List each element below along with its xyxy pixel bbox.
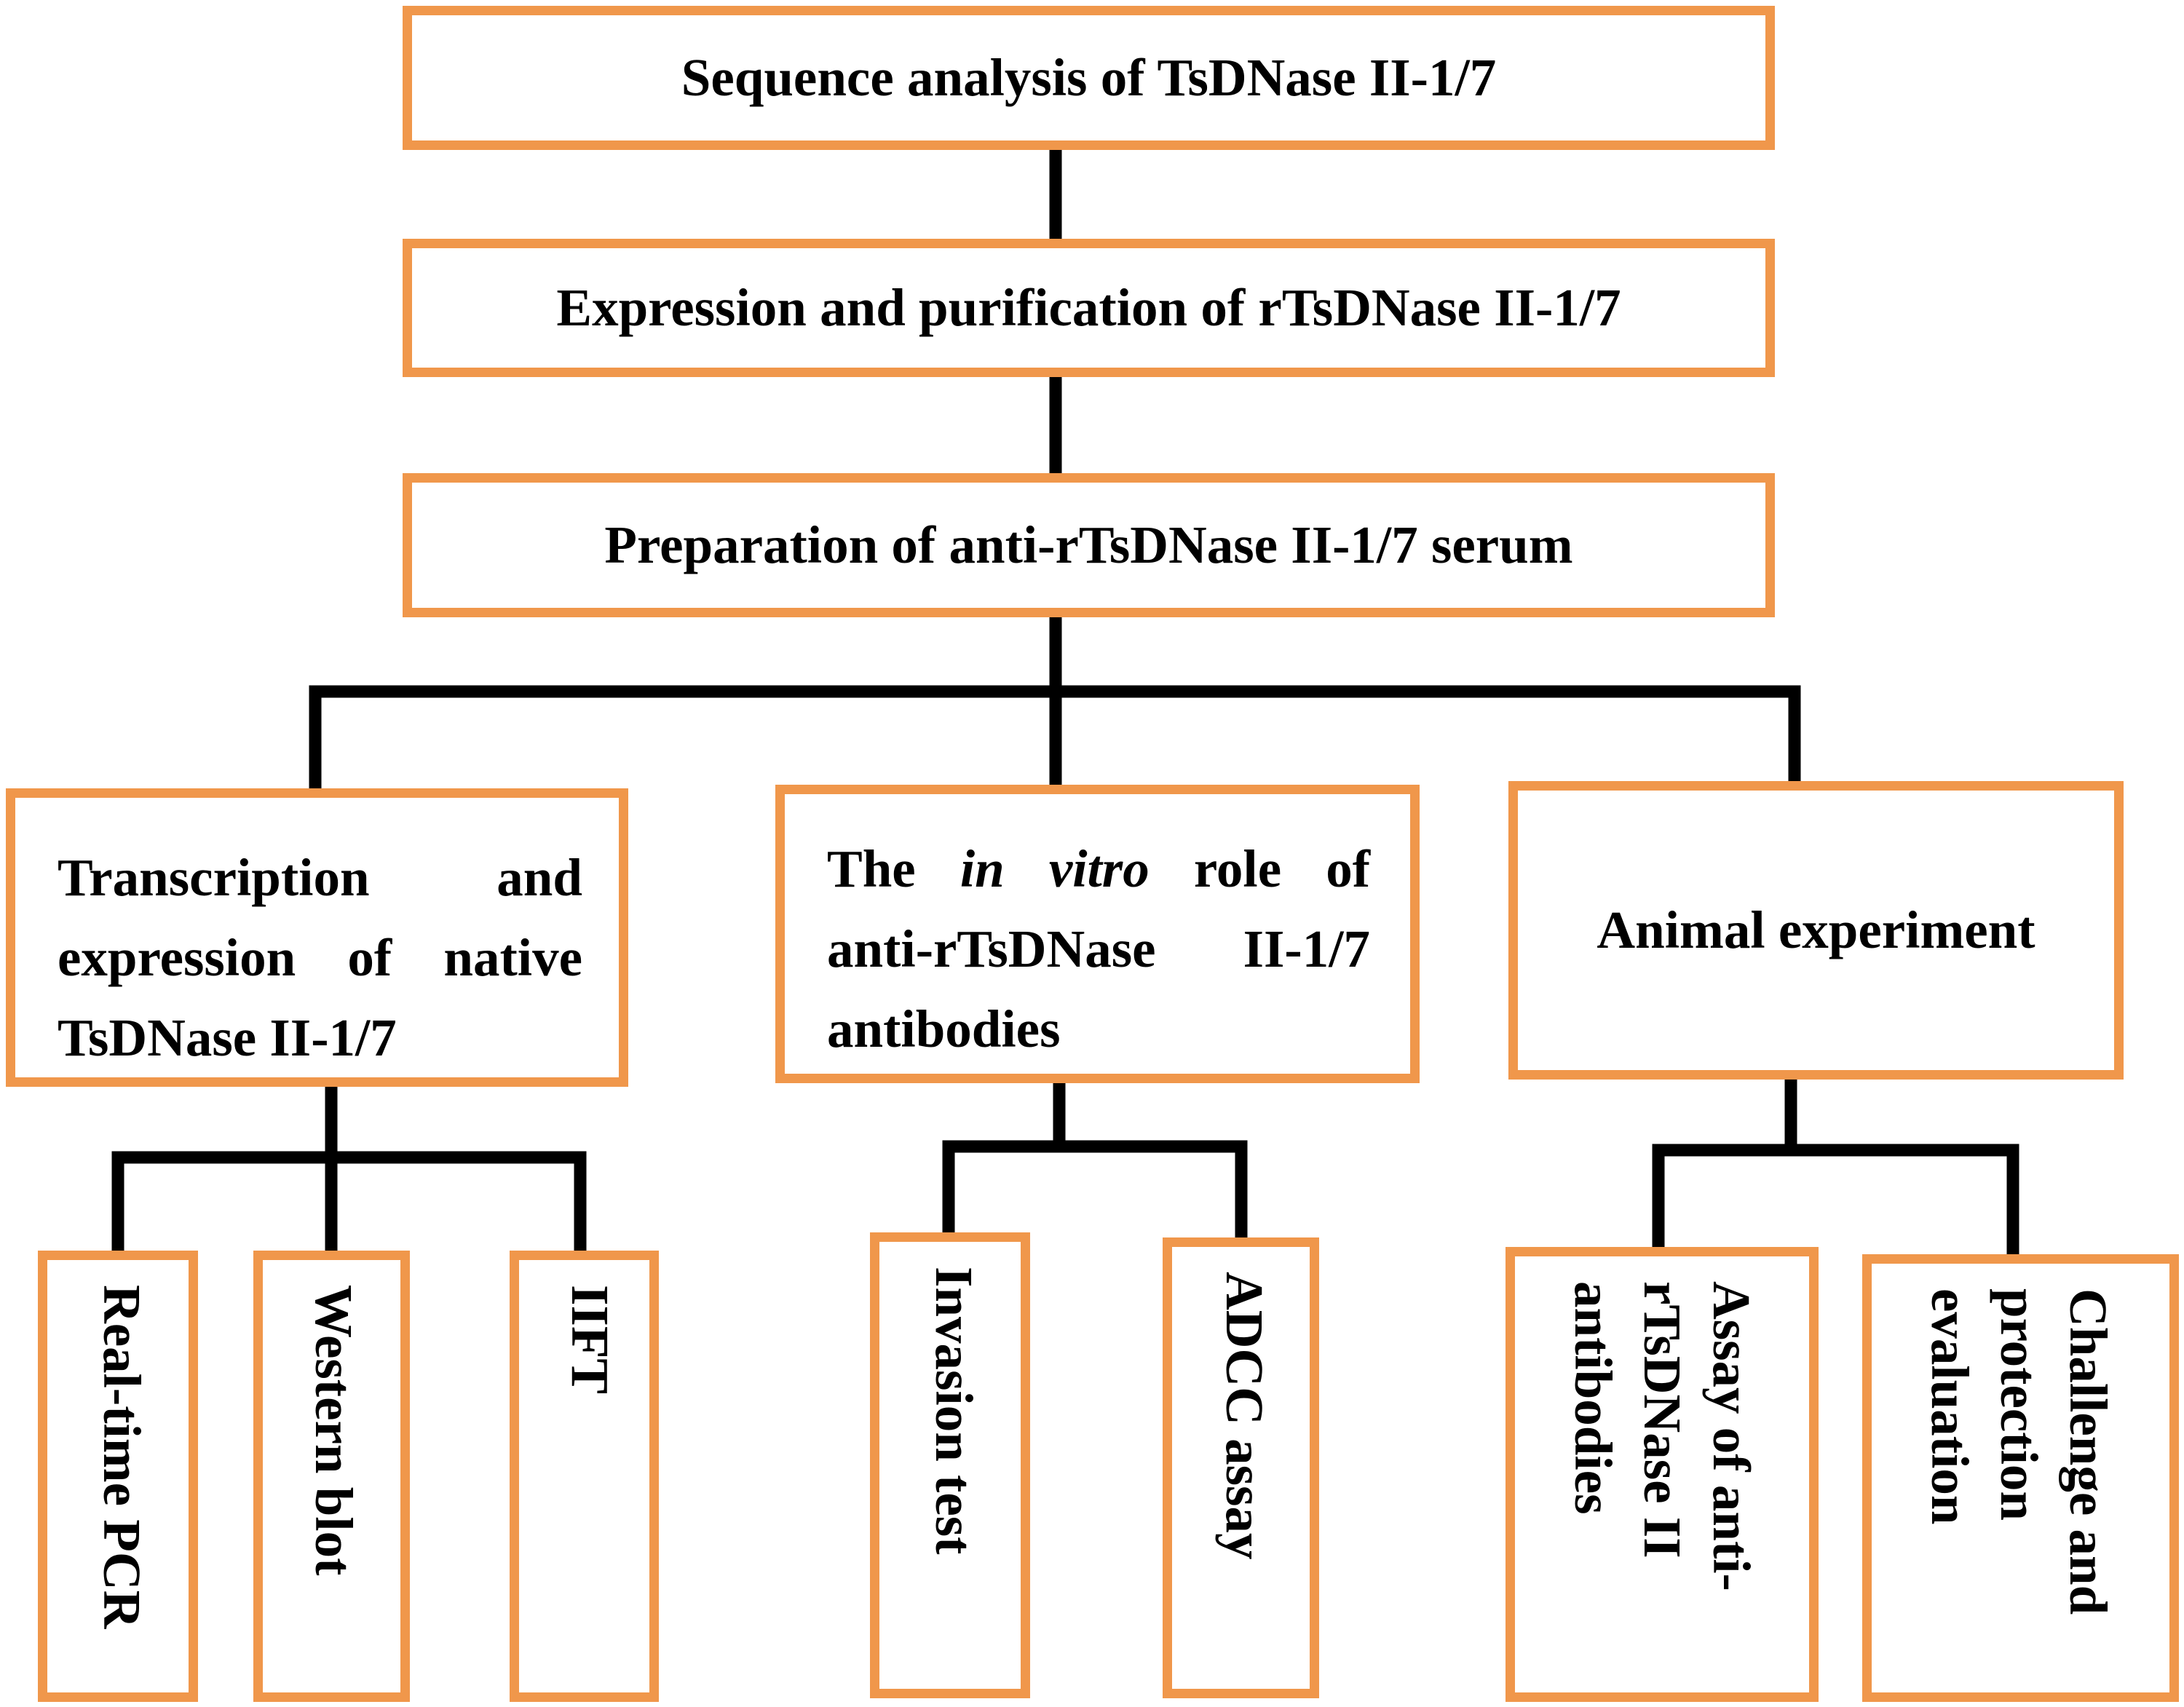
leaf-adcc-assay: ADCC assay [1163, 1237, 1319, 1698]
in-vitro-line-1-c: role of [1193, 839, 1371, 898]
branch-transcription-expression: Transcription and expression of native T… [6, 788, 628, 1087]
leaf-challenge-protection: Challenge and protection evaluation [1862, 1254, 2179, 1702]
western-blot-label: Western blot [304, 1285, 363, 1576]
leaf-invasion-test: Invasion test [870, 1232, 1030, 1698]
step-expression-purification-label: Expression and purification of rTsDNase … [556, 278, 1621, 337]
invasion-test-label: Invasion test [925, 1267, 984, 1555]
challenge-line-3: evaluation [1920, 1288, 1979, 1525]
leaf-iift: IIFT [510, 1251, 659, 1702]
leaf-western-blot: Western blot [253, 1251, 410, 1702]
leaf-assay-antibodies: Assay of anti- rTsDNase II antibodies [1506, 1247, 1819, 1702]
in-vitro-line-2: anti-rTsDNase II-1/7 [827, 919, 1370, 978]
assay-antibodies-line-3: antibodies [1564, 1281, 1623, 1515]
step-serum-preparation: Preparation of anti-rTsDNase II-1/7 seru… [403, 473, 1775, 617]
step-sequence-analysis-label: Sequence analysis of TsDNase II-1/7 [681, 48, 1497, 107]
in-vitro-line-1: The in vitro role of [827, 829, 1370, 909]
step-expression-purification: Expression and purification of rTsDNase … [403, 239, 1775, 377]
assay-antibodies-label: Assay of anti- rTsDNase II antibodies [1559, 1281, 1766, 1591]
leaf-realtime-pcr: Real-time PCR [38, 1251, 198, 1702]
realtime-pcr-label: Real-time PCR [92, 1285, 151, 1629]
branch-animal-experiment: Animal experiment [1508, 781, 2124, 1080]
adcc-assay-label: ADCC assay [1215, 1272, 1274, 1560]
assay-antibodies-line-2: rTsDNase II [1633, 1281, 1692, 1559]
challenge-line-1: Challenge and [2059, 1288, 2118, 1615]
animal-experiment-label: Animal experiment [1597, 900, 2035, 959]
iift-label: IIFT [561, 1285, 620, 1395]
transcription-line-1: Transcription and [58, 848, 582, 907]
in-vitro-line-3: antibodies [827, 999, 1061, 1058]
transcription-line-3: TsDNase II-1/7 [58, 1008, 397, 1067]
branch-in-vitro-role: The in vitro role of anti-rTsDNase II-1/… [775, 785, 1420, 1083]
in-vitro-line-1-italic: in vitro [960, 839, 1150, 898]
challenge-label: Challenge and protection evaluation [1915, 1288, 2123, 1615]
in-vitro-line-1-a: The [827, 839, 916, 898]
step-serum-preparation-label: Preparation of anti-rTsDNase II-1/7 seru… [604, 515, 1573, 574]
assay-antibodies-line-1: Assay of anti- [1702, 1281, 1761, 1591]
challenge-line-2: protection [1990, 1288, 2049, 1521]
step-sequence-analysis: Sequence analysis of TsDNase II-1/7 [403, 6, 1775, 150]
transcription-line-2: expression of native [58, 928, 582, 987]
